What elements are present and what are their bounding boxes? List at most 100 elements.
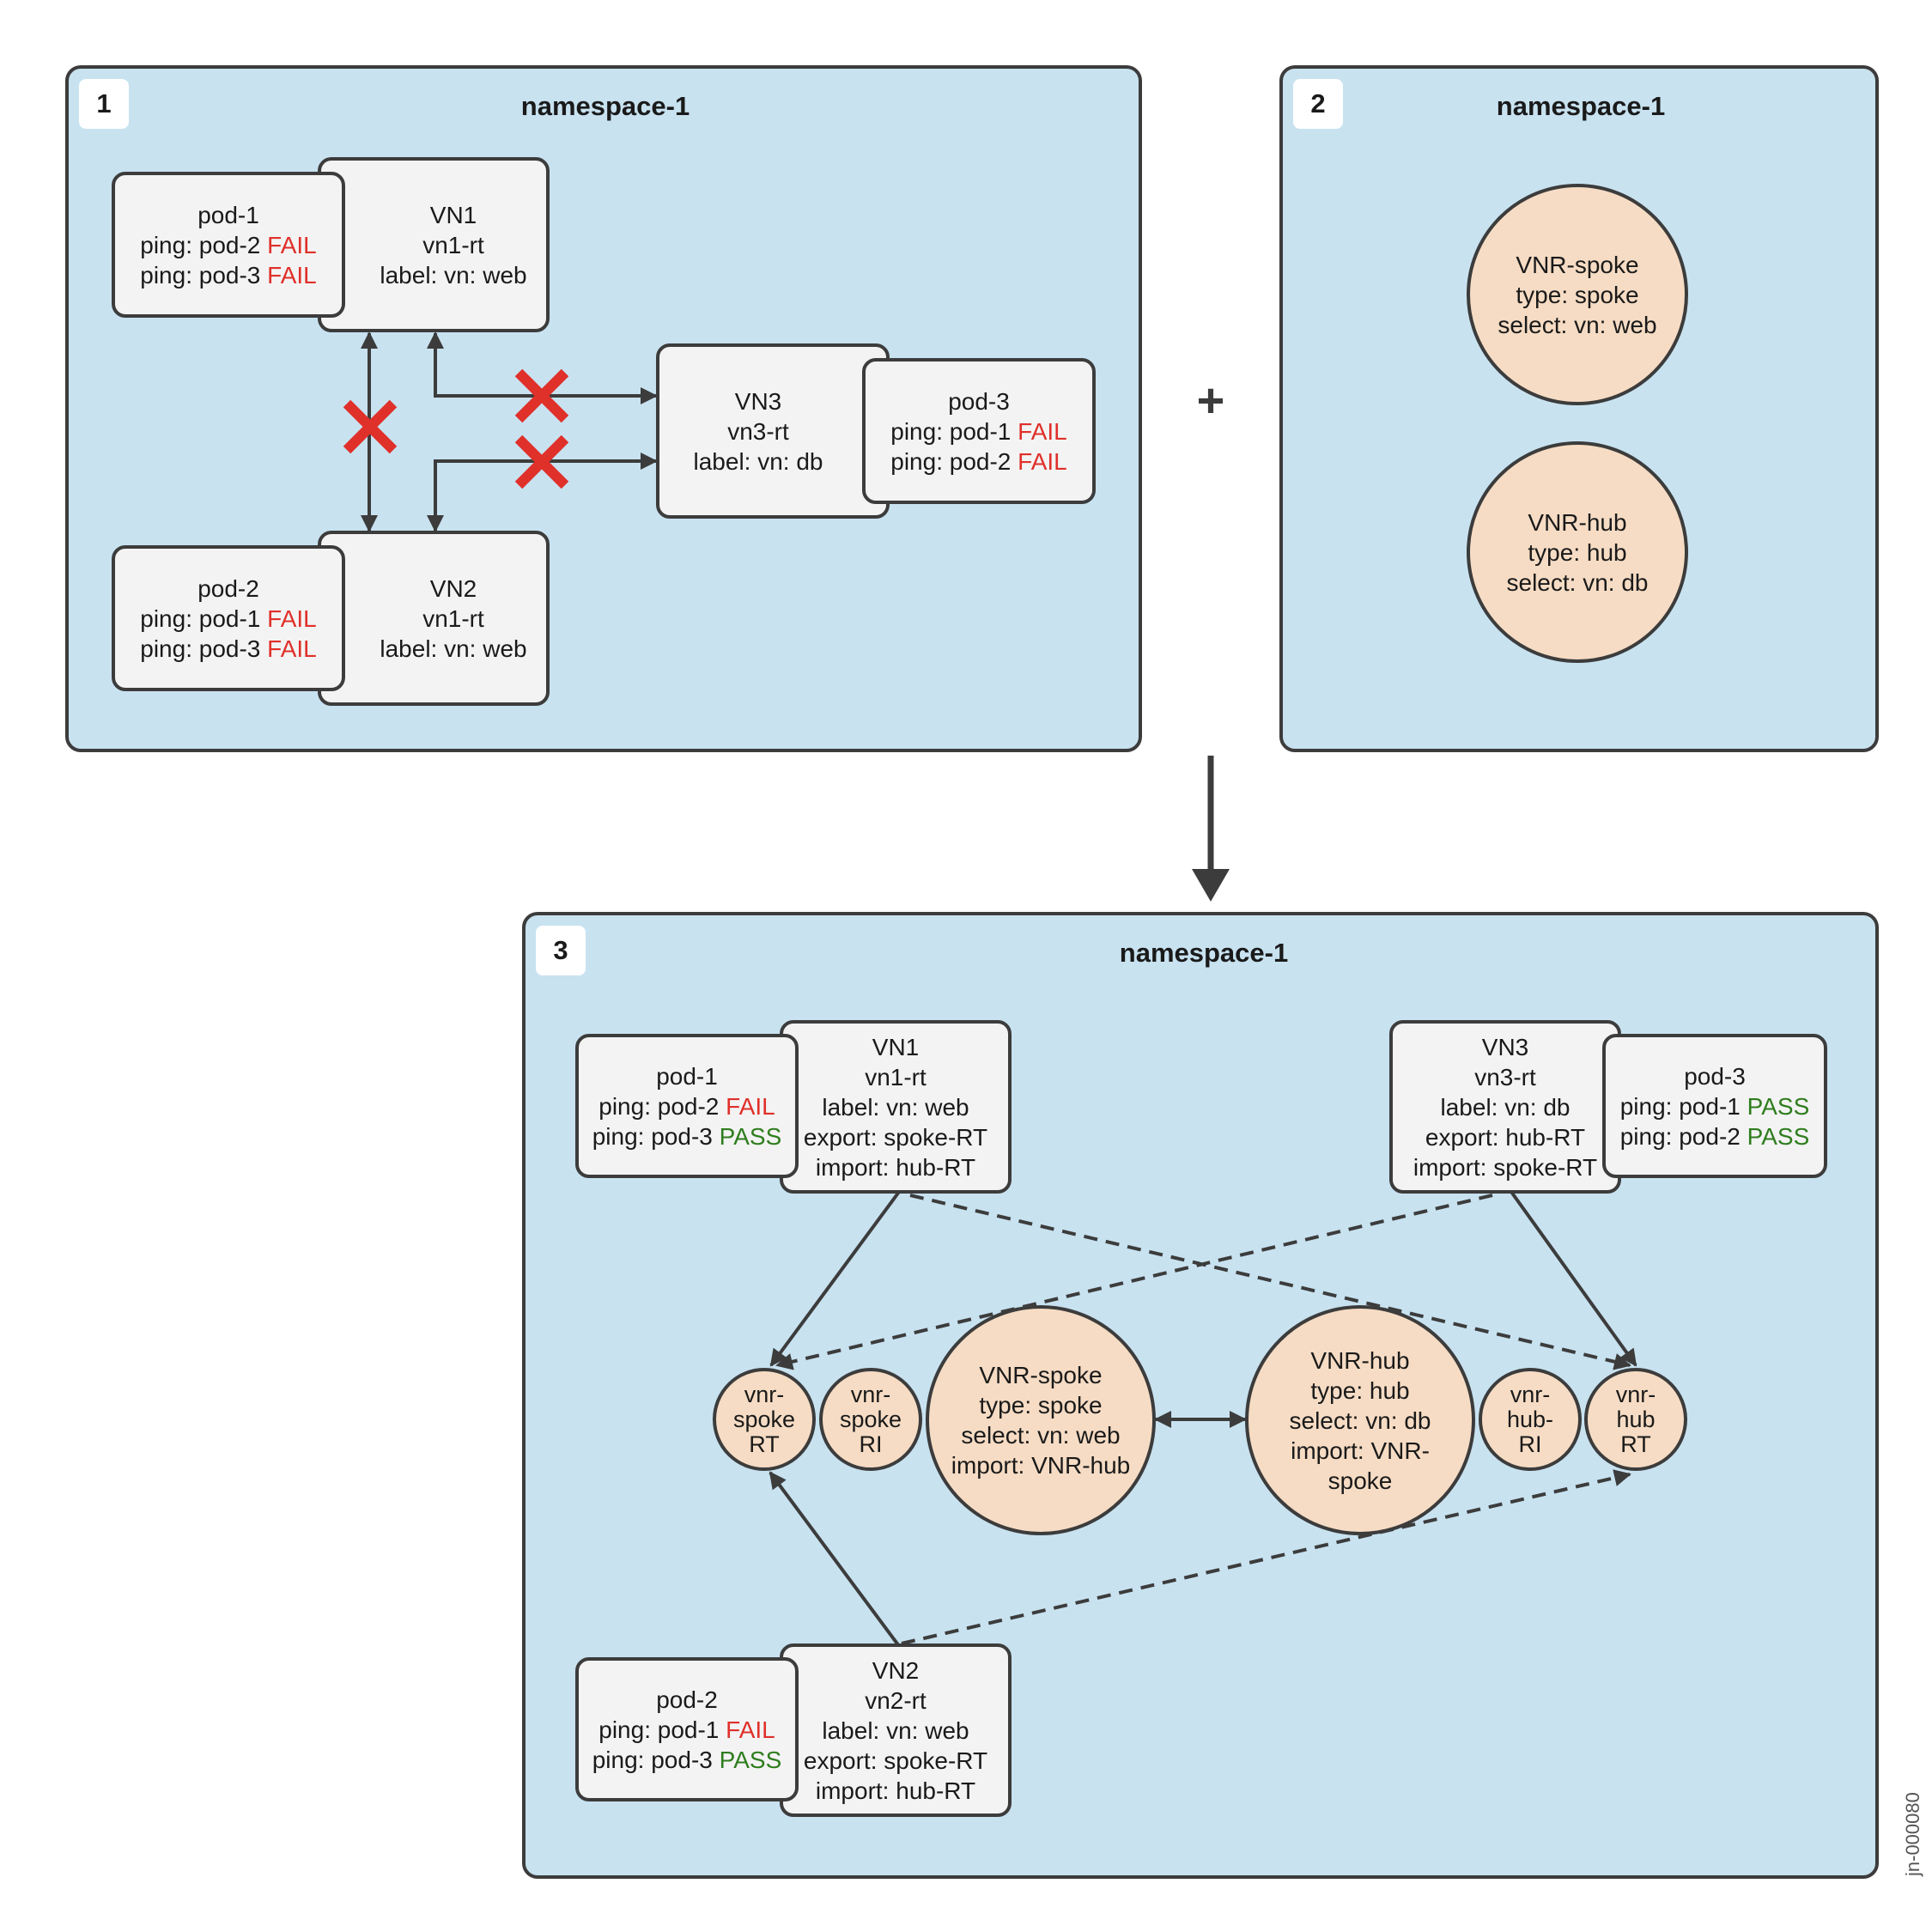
ping-result: ping: pod-2 FAIL bbox=[140, 231, 317, 258]
status-pass: PASS bbox=[719, 1122, 782, 1150]
status-fail: FAIL bbox=[726, 1092, 775, 1120]
vnr-hub-circle[interactable]: VNR-hub type: hub select: vn: db bbox=[1467, 441, 1688, 663]
vnr-import: import: VNR- bbox=[1291, 1437, 1430, 1464]
pod-3-box[interactable]: pod-3 ping: pod-1 FAIL ping: pod-2 FAIL bbox=[862, 358, 1096, 504]
pod-1-box[interactable]: pod-1 ping: pod-2 FAIL ping: pod-3 FAIL bbox=[112, 172, 345, 318]
pod-1-box[interactable]: pod-1 ping: pod-2 FAIL ping: pod-3 PASS bbox=[575, 1034, 799, 1178]
vn-label: label: vn: web bbox=[822, 1716, 969, 1744]
ping-result: ping: pod-2 PASS bbox=[1619, 1122, 1810, 1150]
ping-result: ping: pod-3 PASS bbox=[592, 1746, 782, 1773]
vn-name: VN3 bbox=[734, 387, 782, 415]
vn-name: VN1 bbox=[429, 201, 477, 228]
vnr-spoke-rt-circle[interactable]: vnr- spoke RT bbox=[713, 1368, 816, 1471]
vnr-import: import: VNR-hub bbox=[951, 1452, 1131, 1479]
vn1-box[interactable]: VN1 vn1-rt label: vn: web bbox=[318, 157, 550, 332]
vn-label: label: vn: web bbox=[380, 635, 527, 662]
pod-name: pod-2 bbox=[656, 1686, 718, 1713]
flow-arrow-head bbox=[1192, 869, 1230, 902]
vnr-spoke-circle[interactable]: VNR-spoke type: spoke select: vn: web im… bbox=[926, 1305, 1156, 1535]
vn1-import-hub-rt bbox=[909, 1194, 1631, 1370]
status-pass: PASS bbox=[1747, 1092, 1810, 1120]
blocked-cross-icon bbox=[514, 368, 569, 423]
blocked-cross-icon bbox=[514, 434, 569, 489]
panel-number-badge: 1 bbox=[79, 79, 129, 129]
panel-number-badge: 3 bbox=[536, 926, 586, 975]
vnr-type: type: hub bbox=[1528, 538, 1627, 566]
vnr-type: type: spoke bbox=[979, 1392, 1103, 1419]
vn-route-target: vn2-rt bbox=[865, 1686, 927, 1714]
vnr-name: VNR-spoke bbox=[1516, 251, 1639, 278]
ping-result: ping: pod-3 FAIL bbox=[140, 261, 317, 289]
pod-3-box[interactable]: pod-3 ping: pod-1 PASS ping: pod-2 PASS bbox=[1602, 1034, 1827, 1178]
vn-route-target: vn1-rt bbox=[422, 605, 484, 632]
status-fail: FAIL bbox=[267, 261, 317, 289]
panel-title: namespace-1 bbox=[1119, 938, 1289, 968]
vn-export: export: spoke-RT bbox=[803, 1747, 988, 1774]
vn-name: VN1 bbox=[872, 1033, 920, 1060]
vnr-hub-ri-circle[interactable]: vnr- hub- RI bbox=[1479, 1368, 1582, 1471]
vn-name: VN2 bbox=[429, 574, 477, 602]
status-fail: FAIL bbox=[267, 231, 317, 258]
vn-label: label: vn: db bbox=[1440, 1093, 1571, 1121]
figure-id: jn-000080 bbox=[1902, 1792, 1923, 1876]
vn-label: label: vn: web bbox=[380, 261, 527, 289]
vnr-name: VNR-hub bbox=[1528, 508, 1627, 536]
vnr-hub-rt-circle[interactable]: vnr- hub RT bbox=[1584, 1368, 1687, 1471]
vn-name: VN2 bbox=[872, 1656, 920, 1684]
pod-name: pod-3 bbox=[1684, 1062, 1746, 1090]
vn-import: import: hub-RT bbox=[815, 1153, 976, 1181]
pod-name: pod-3 bbox=[948, 387, 1010, 415]
vn2-box[interactable]: VN2 vn2-rt label: vn: web export: spoke-… bbox=[780, 1643, 1012, 1817]
vn3-box[interactable]: VN3 vn3-rt label: vn: db bbox=[656, 343, 890, 519]
status-fail: FAIL bbox=[267, 605, 317, 632]
vnr-type: type: spoke bbox=[1516, 281, 1639, 308]
vn-label: label: vn: db bbox=[693, 447, 823, 475]
vn-import: import: spoke-RT bbox=[1413, 1153, 1598, 1181]
panel-title: namespace-1 bbox=[1496, 91, 1666, 121]
status-fail: FAIL bbox=[1018, 417, 1067, 445]
status-pass: PASS bbox=[719, 1746, 782, 1773]
vnr-spoke-circle[interactable]: VNR-spoke type: spoke select: vn: web bbox=[1467, 184, 1688, 405]
vnr-select: select: vn: web bbox=[961, 1422, 1121, 1449]
vn1-box[interactable]: VN1 vn1-rt label: vn: web export: spoke-… bbox=[780, 1020, 1012, 1194]
status-fail: FAIL bbox=[726, 1716, 775, 1743]
vnr-hub-circle[interactable]: VNR-hub type: hub select: vn: db import:… bbox=[1245, 1305, 1475, 1535]
status-fail: FAIL bbox=[267, 635, 317, 662]
ping-result: ping: pod-1 FAIL bbox=[598, 1716, 775, 1743]
vn3-import-spoke-rt bbox=[775, 1194, 1493, 1370]
vn1-to-spoke-rt bbox=[769, 1190, 901, 1367]
status-fail: FAIL bbox=[1018, 447, 1067, 475]
panel-number-badge: 2 bbox=[1293, 79, 1343, 129]
vn2-box[interactable]: VN2 vn1-rt label: vn: web bbox=[318, 531, 550, 706]
vn2-to-spoke-rt bbox=[769, 1471, 901, 1648]
vn-route-target: vn3-rt bbox=[1474, 1063, 1536, 1091]
vnr-name: VNR-spoke bbox=[979, 1362, 1103, 1388]
vnr-select: select: vn: web bbox=[1498, 311, 1657, 338]
panel-title: namespace-1 bbox=[520, 91, 690, 121]
vn1-vn3-link bbox=[427, 331, 658, 404]
ping-result: ping: pod-3 FAIL bbox=[140, 635, 317, 662]
vn-export: export: hub-RT bbox=[1425, 1123, 1586, 1151]
vn-route-target: vn1-rt bbox=[422, 231, 484, 258]
vn-export: export: spoke-RT bbox=[803, 1123, 988, 1151]
vnr-import-cont: spoke bbox=[1327, 1467, 1393, 1494]
vn-import: import: hub-RT bbox=[815, 1777, 976, 1804]
pod-name: pod-2 bbox=[197, 574, 259, 602]
pod-2-box[interactable]: pod-2 ping: pod-1 FAIL ping: pod-3 FAIL bbox=[112, 545, 345, 691]
vnr-select: select: vn: db bbox=[1506, 568, 1649, 596]
vn3-box[interactable]: VN3 vn3-rt label: vn: db export: hub-RT … bbox=[1389, 1020, 1621, 1194]
vnr-spoke-ri-circle[interactable]: vnr- spoke RI bbox=[819, 1368, 922, 1471]
ping-result: ping: pod-1 FAIL bbox=[140, 605, 317, 632]
status-pass: PASS bbox=[1747, 1122, 1810, 1150]
vn-name: VN3 bbox=[1481, 1033, 1529, 1060]
ping-result: ping: pod-2 FAIL bbox=[598, 1092, 775, 1120]
pod-name: pod-1 bbox=[197, 201, 259, 228]
ping-result: ping: pod-2 FAIL bbox=[890, 447, 1067, 475]
vn-label: label: vn: web bbox=[822, 1093, 969, 1121]
vn2-import-hub-rt bbox=[901, 1469, 1631, 1645]
plus-icon: + bbox=[1196, 373, 1225, 428]
ping-result: ping: pod-3 PASS bbox=[592, 1122, 782, 1150]
ping-result: ping: pod-1 FAIL bbox=[890, 417, 1067, 445]
pod-2-box[interactable]: pod-2 ping: pod-1 FAIL ping: pod-3 PASS bbox=[575, 1657, 799, 1801]
